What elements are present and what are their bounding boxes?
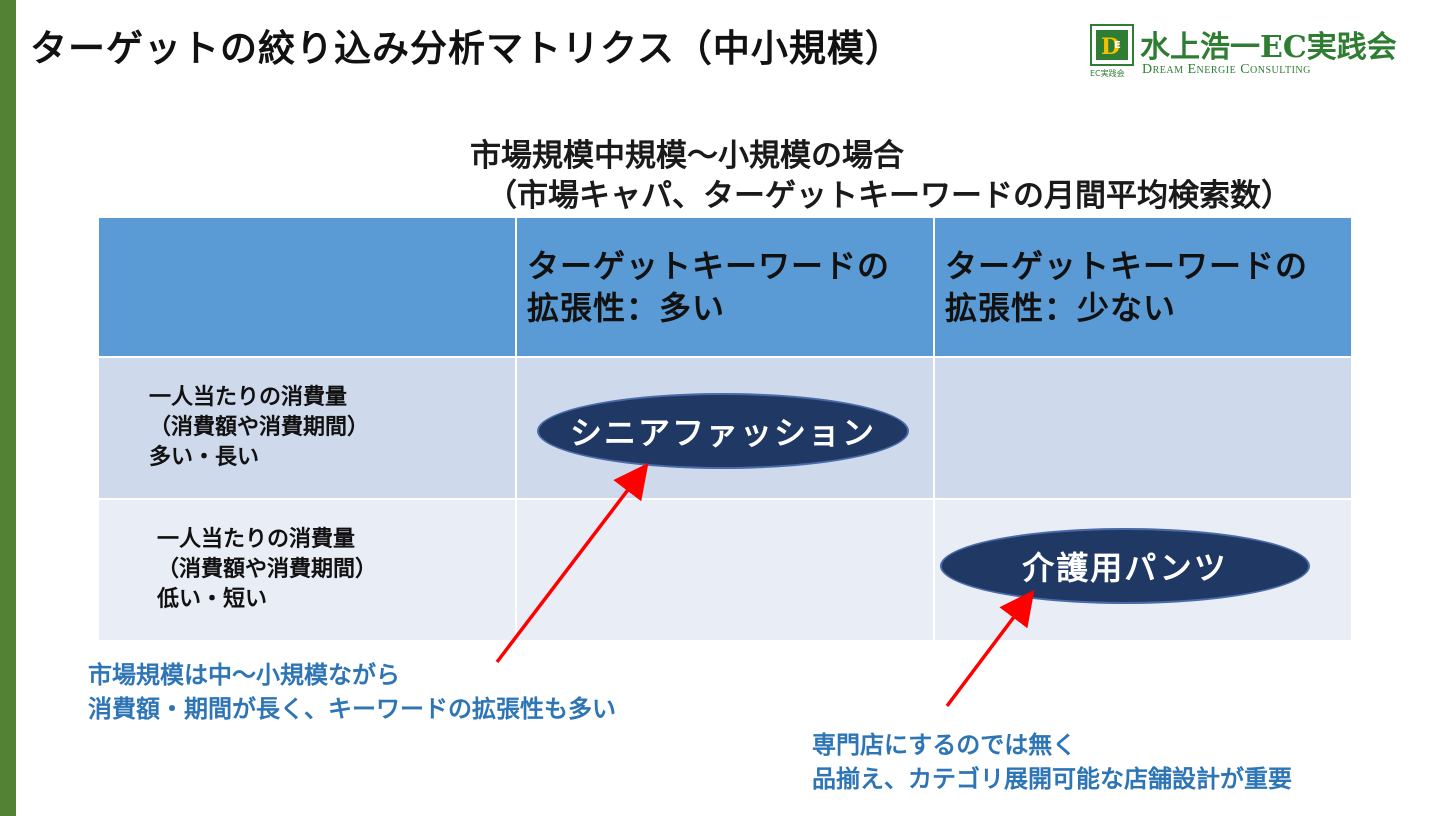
row-label-line3: 多い・長い <box>149 445 260 470</box>
left-accent-bar <box>0 0 16 816</box>
matrix-row-header-low: 一人当たりの消費量 （消費額や消費期間） 低い・短い <box>97 498 517 642</box>
matrix-cell-low-many <box>515 498 935 642</box>
matrix-cell-high-few <box>933 356 1353 500</box>
logo-mark-icon: D E <box>1090 24 1134 66</box>
matrix-col-header-few: ターゲットキーワードの 拡張性：少ない <box>933 216 1353 358</box>
svg-text:D: D <box>1101 34 1120 60</box>
row-label-line1: 一人当たりの消費量 <box>157 527 356 552</box>
note-line1: 専門店にするのでは無く <box>812 731 1077 759</box>
note-care-pants: 専門店にするのでは無く 品揃え、カテゴリ展開可能な店舗設計が重要 <box>812 728 1292 796</box>
matrix-row-header-high: 一人当たりの消費量 （消費額や消費期間） 多い・長い <box>97 356 517 500</box>
matrix-col-header-many: ターゲットキーワードの 拡張性：多い <box>515 216 935 358</box>
logo-subtitle: Dream Energie Consulting <box>1142 62 1311 77</box>
logo-name: 水上浩一EC実践会 <box>1140 30 1397 65</box>
care-pants-ellipse: 介護用パンツ <box>940 528 1310 604</box>
note-line2: 品揃え、カテゴリ展開可能な店舗設計が重要 <box>812 765 1292 793</box>
matrix-corner-cell <box>97 216 517 358</box>
subtitle-line2: （市場キャパ、ターゲットキーワードの月間平均検索数） <box>486 178 1292 214</box>
svg-text:E: E <box>1114 40 1121 51</box>
senior-fashion-ellipse: シニアファッション <box>537 393 909 469</box>
col-header-line2: 拡張性：多い <box>527 289 726 327</box>
col-header-line1: ターゲットキーワードの <box>527 247 891 285</box>
matrix-header-row: ターゲットキーワードの 拡張性：多い ターゲットキーワードの 拡張性：少ない <box>97 216 1353 358</box>
note-line1: 市場規模は中〜小規模ながら <box>88 661 400 689</box>
col-header-line2: 拡張性：少ない <box>945 289 1177 327</box>
row-label-line1: 一人当たりの消費量 <box>149 385 348 410</box>
row-label-line2: （消費額や消費期間） <box>149 415 370 440</box>
note-senior-fashion: 市場規模は中〜小規模ながら 消費額・期間が長く、キーワードの拡張性も多い <box>88 658 616 726</box>
logo-mark-label: EC実践会 <box>1090 69 1125 78</box>
row-label-line3: 低い・短い <box>157 587 268 612</box>
company-logo: D E EC実践会 水上浩一EC実践会 Dream Energie Consul… <box>1090 22 1420 82</box>
note-line2: 消費額・期間が長く、キーワードの拡張性も多い <box>88 695 616 723</box>
subtitle-line1: 市場規模中規模〜小規模の場合 <box>470 138 904 174</box>
row-label-line2: （消費額や消費期間） <box>157 557 378 582</box>
page-title: ターゲットの絞り込み分析マトリクス（中小規模） <box>30 27 903 70</box>
col-header-line1: ターゲットキーワードの <box>945 247 1309 285</box>
